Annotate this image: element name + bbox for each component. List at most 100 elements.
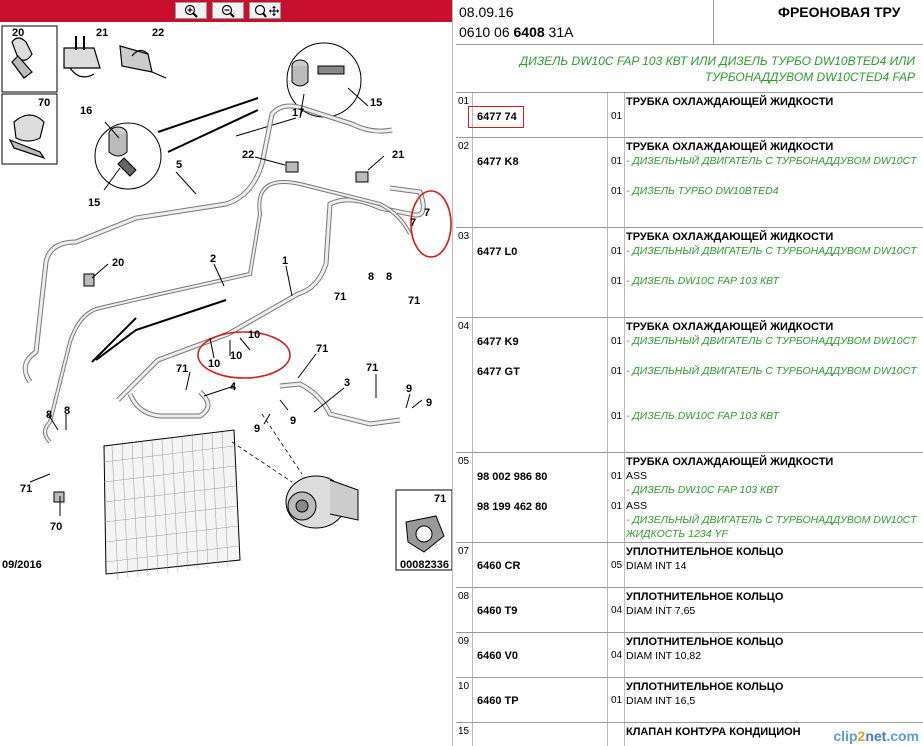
drawing-code: 00082336 — [400, 559, 449, 571]
applicability-note: - ДИЗЕЛЬНЫЙ ДВИГАТЕЛЬ С ТУРБОНАДДУВОМ DW… — [626, 514, 917, 526]
row-number: 04 — [458, 321, 470, 332]
table-row[interactable]: 01 6477 74 01 ТРУБКА ОХЛАЖДАЮЩЕЙ ЖИДКОСТ… — [456, 93, 923, 138]
highlight-10 — [197, 331, 291, 379]
wm-a: clip — [833, 728, 858, 744]
callout-20a: 20 — [12, 27, 24, 39]
callout-16: 16 — [80, 105, 92, 117]
callout-22a: 22 — [152, 27, 164, 39]
callout-71b: 71 — [408, 295, 420, 307]
callout-71d: 71 — [176, 363, 188, 375]
part-description: УПЛОТНИТЕЛЬНОЕ КОЛЬЦО — [626, 636, 784, 648]
part-reference[interactable]: 6477 K8 — [477, 156, 519, 168]
parts-header: 08.09.16 0610 06 6408 31A ФРЕОНОВАЯ ТРУ — [456, 0, 923, 45]
highlight-7 — [410, 190, 452, 258]
inset-part-70 — [1, 93, 58, 165]
callout-9a: 9 — [254, 423, 260, 435]
part-description: ТРУБКА ОХЛАЖДАЮЩЕЙ ЖИДКОСТИ — [626, 96, 834, 108]
reference-highlight — [468, 106, 524, 128]
diagram-pane: 20 21 22 70 16 15 17 15 5 22 21 7 7 20 2… — [0, 0, 452, 746]
wm-b: 2 — [857, 728, 866, 744]
applicability-note: ЖИДКОСТЬ 1234 YF — [626, 528, 728, 540]
part-reference[interactable]: 6477 74 — [477, 111, 517, 123]
part-reference[interactable]: 98 002 986 80 — [477, 471, 548, 483]
part-reference[interactable]: 6477 GT — [477, 366, 520, 378]
table-row[interactable]: 04 6477 K9 6477 GT 01 01 01 ТРУБКА ОХЛАЖ… — [456, 318, 923, 453]
callout-17: 17 — [292, 107, 304, 119]
header-title: ФРЕОНОВАЯ ТРУ — [778, 4, 901, 20]
table-row[interactable]: 08 6460 T9 04 УПЛОТНИТЕЛЬНОЕ КОЛЬЦО DIAM… — [456, 588, 923, 633]
part-quantity: 04 — [611, 650, 623, 661]
part-spec: ASS — [626, 470, 648, 482]
applicability-note: - ДИЗЕЛЬ DW10C FAP 103 КВТ — [626, 275, 779, 287]
zoom-out-button[interactable] — [212, 2, 244, 19]
callout-21b: 21 — [392, 149, 404, 161]
part-description: УПЛОТНИТЕЛЬНОЕ КОЛЬЦО — [626, 681, 784, 693]
callout-8a: 8 — [368, 271, 374, 283]
callout-71g: 71 — [434, 493, 446, 505]
diagram-toolbar — [0, 0, 452, 22]
part-quantity: 01 — [611, 411, 623, 422]
callout-10a: 10 — [248, 329, 260, 341]
table-row[interactable]: 09 6460 V0 04 УПЛОТНИТЕЛЬНОЕ КОЛЬЦО DIAM… — [456, 633, 923, 678]
callout-22b: 22 — [242, 149, 254, 161]
part-reference[interactable]: 6460 CR — [477, 560, 521, 572]
header-code: 0610 06 6408 31A — [459, 24, 573, 40]
callout-8d: 8 — [64, 405, 70, 417]
part-reference[interactable]: 98 199 462 80 — [477, 501, 548, 513]
callout-3: 3 — [344, 377, 350, 389]
part-description: ТРУБКА ОХЛАЖДАЮЩЕЙ ЖИДКОСТИ — [626, 141, 834, 153]
wm-c: net — [865, 728, 887, 744]
callout-9c: 9 — [406, 383, 412, 395]
callout-15b: 15 — [370, 97, 382, 109]
callout-15a: 15 — [88, 197, 100, 209]
part-reference[interactable]: 6460 T9 — [477, 605, 518, 617]
zoom-in-button[interactable] — [175, 2, 207, 19]
wm-d: .com — [886, 728, 919, 744]
table-row[interactable]: 10 6460 TP 01 УПЛОТНИТЕЛЬНОЕ КОЛЬЦО DIAM… — [456, 678, 923, 723]
callout-71e: 71 — [366, 362, 378, 374]
part-quantity: 01 — [611, 246, 623, 257]
part-description: ТРУБКА ОХЛАЖДАЮЩЕЙ ЖИДКОСТИ — [626, 456, 834, 468]
part-quantity: 01 — [611, 276, 623, 287]
engine-applicability: ДИЗЕЛЬ DW10C FAP 103 КВТ ИЛИ ДИЗЕЛЬ ТУРБ… — [456, 44, 923, 93]
part-quantity: 01 — [611, 111, 623, 122]
table-row[interactable]: 03 6477 L0 01 01 ТРУБКА ОХЛАЖДАЮЩЕЙ ЖИДК… — [456, 228, 923, 318]
part-quantity: 01 — [611, 366, 623, 377]
part-quantity: 01 — [611, 186, 623, 197]
part-description: ТРУБКА ОХЛАЖДАЮЩЕЙ ЖИДКОСТИ — [626, 321, 834, 333]
row-number: 10 — [458, 681, 470, 692]
table-row[interactable]: 02 6477 K8 01 01 ТРУБКА ОХЛАЖДАЮЩЕЙ ЖИДК… — [456, 138, 923, 228]
part-reference[interactable]: 6460 V0 — [477, 650, 518, 662]
callout-8c: 8 — [46, 409, 52, 421]
row-number: 07 — [458, 546, 470, 557]
parts-list-pane: 08.09.16 0610 06 6408 31A ФРЕОНОВАЯ ТРУ … — [456, 0, 923, 746]
callout-4: 4 — [230, 381, 237, 393]
watermark: clip2net.com — [833, 728, 919, 744]
callout-71c: 71 — [316, 343, 328, 355]
part-quantity: 01 — [611, 471, 623, 482]
part-reference[interactable]: 6460 TP — [477, 695, 519, 707]
applicability-note: - ДИЗЕЛЬНЫЙ ДВИГАТЕЛЬ С ТУРБОНАДДУВОМ DW… — [626, 365, 917, 377]
row-number: 15 — [458, 726, 470, 737]
code-suffix: 31A — [544, 24, 574, 40]
part-spec: DIAM INT 16,5 — [626, 695, 696, 707]
part-quantity: 01 — [611, 336, 623, 347]
callout-7b: 7 — [424, 207, 430, 219]
table-row[interactable]: 15 КЛАПАН КОНТУРА КОНДИЦИОН — [456, 723, 923, 746]
applicability-note: - ДИЗЕЛЬНЫЙ ДВИГАТЕЛЬ С ТУРБОНАДДУВОМ DW… — [626, 335, 917, 347]
magnifier-move-icon — [254, 4, 279, 18]
code-bold: 6408 — [513, 24, 545, 40]
callout-10c: 10 — [230, 350, 242, 362]
table-row[interactable]: 05 98 002 986 80 98 199 462 80 01 01 ТРУ… — [456, 453, 923, 543]
inset-part-20 — [1, 25, 58, 93]
applicability-note: - ДИЗЕЛЬНЫЙ ДВИГАТЕЛЬ С ТУРБОНАДДУВОМ DW… — [626, 245, 917, 257]
pane-splitter[interactable] — [452, 0, 457, 746]
table-row[interactable]: 07 6460 CR 05 УПЛОТНИТЕЛЬНОЕ КОЛЬЦО DIAM… — [456, 543, 923, 588]
diagram-date: 09/2016 — [2, 559, 42, 571]
magnifier-plus-icon — [184, 4, 198, 18]
code-prefix: 0610 06 — [459, 24, 514, 40]
part-reference[interactable]: 6477 K9 — [477, 336, 519, 348]
callout-71f: 71 — [20, 483, 32, 495]
zoom-fit-button[interactable] — [249, 2, 281, 19]
part-reference[interactable]: 6477 L0 — [477, 246, 518, 258]
